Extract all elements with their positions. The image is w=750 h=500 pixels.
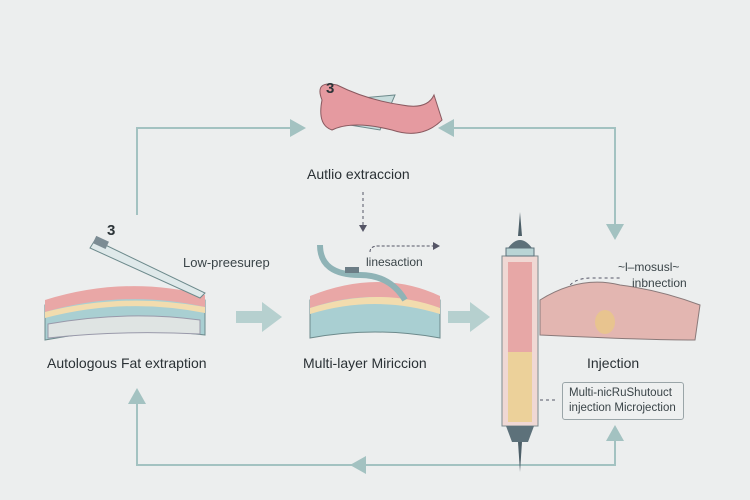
right-callout-line2: inbnection — [632, 276, 687, 290]
step-number-top: 3 — [326, 80, 335, 97]
box-line-1: Multi-nicRuShutouct — [569, 387, 672, 399]
left-step-label: Autologous Fat extraption — [47, 355, 207, 371]
arrow-left-top — [438, 119, 454, 137]
fat-tissue-illustration-middle — [309, 244, 441, 339]
cannula-icon — [89, 239, 206, 299]
arrow-up-left — [128, 388, 146, 404]
arrow-up-right — [606, 425, 624, 441]
arrow-left-bottom — [350, 456, 366, 474]
step-number-left: 3 — [107, 222, 116, 239]
arrowheads — [128, 119, 624, 474]
arrow-down-right — [606, 224, 624, 240]
syringe-illustration — [501, 212, 701, 472]
flow-arrows — [236, 302, 490, 332]
middle-step-label: Multi-layer Miriccion — [303, 355, 427, 371]
box-line-2: injection Microjection — [569, 402, 676, 414]
right-step-label: Injection — [587, 355, 640, 371]
injection-note-box: Multi-nicRuShutouct injection Microjecti… — [562, 382, 684, 420]
fat-tissue-illustration-left — [44, 235, 206, 341]
cycle-arrows — [136, 127, 616, 466]
top-step-label: Autlio extraccion — [307, 166, 410, 182]
arrow-right-top — [290, 119, 306, 137]
fat-tissue-illustration-top — [319, 83, 443, 134]
middle-callout: linesaction — [366, 255, 423, 269]
low-pressure-annotation: Low-preesurep — [183, 255, 270, 270]
right-callout-line1: ~l–mosusl~ — [618, 260, 680, 274]
